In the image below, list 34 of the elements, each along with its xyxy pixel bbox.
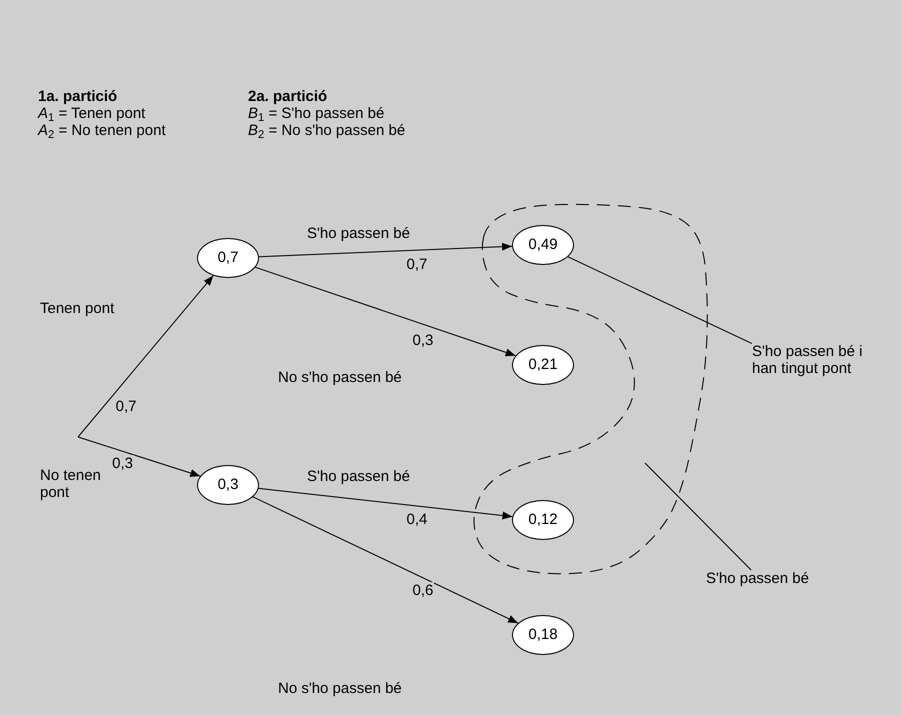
branch-label: S'ho passen bé	[307, 225, 410, 242]
arrow	[252, 496, 519, 624]
annotation-text: S'ho passen bé	[706, 570, 816, 587]
branch-label: A$_{1}$ = Tenen pont	[38, 105, 146, 122]
arrow	[258, 488, 513, 520]
arrow	[254, 266, 516, 356]
edge-label: 0,3	[111, 454, 134, 472]
arrow	[78, 436, 201, 477]
probability-ellipse: 0,18	[512, 615, 574, 655]
arrow	[258, 242, 513, 258]
edge-label: 0,3	[412, 332, 434, 348]
branch-label: No tenen pont	[40, 467, 102, 501]
edge-label: 0,6	[412, 582, 434, 599]
heading: 2a. partició	[248, 88, 328, 105]
branch-label: Tenen pont	[40, 300, 114, 317]
arrow	[78, 275, 214, 438]
branch-label: B$_{2}$ = No s'ho passen bé	[248, 122, 406, 139]
branch-label: A$_{2}$ = No tenen pont	[38, 122, 166, 139]
branch-label: B$_{1}$ = S'ho passen bé	[248, 105, 384, 122]
heading: 1a. partició	[38, 88, 118, 105]
probability-ellipse: 0,12	[512, 500, 574, 540]
probability-ellipse: 0,3	[197, 465, 259, 505]
branch-label: No s'ho passen bé	[278, 369, 402, 386]
edge-label: 0,4	[406, 510, 428, 528]
probability-ellipse: 0,21	[512, 345, 574, 385]
edge-label: 0,7	[114, 398, 138, 416]
annotation-text: S'ho passen bé i han tingut pont	[752, 343, 864, 377]
probability-ellipse: 0,7	[197, 238, 259, 278]
edge-label: 0,7	[406, 256, 428, 272]
branch-label: No s'ho passen bé	[278, 680, 402, 697]
leader-line	[568, 256, 752, 344]
branch-label: S'ho passen bé	[307, 468, 410, 485]
probability-ellipse: 0,49	[512, 225, 574, 265]
leader-line	[644, 462, 752, 570]
